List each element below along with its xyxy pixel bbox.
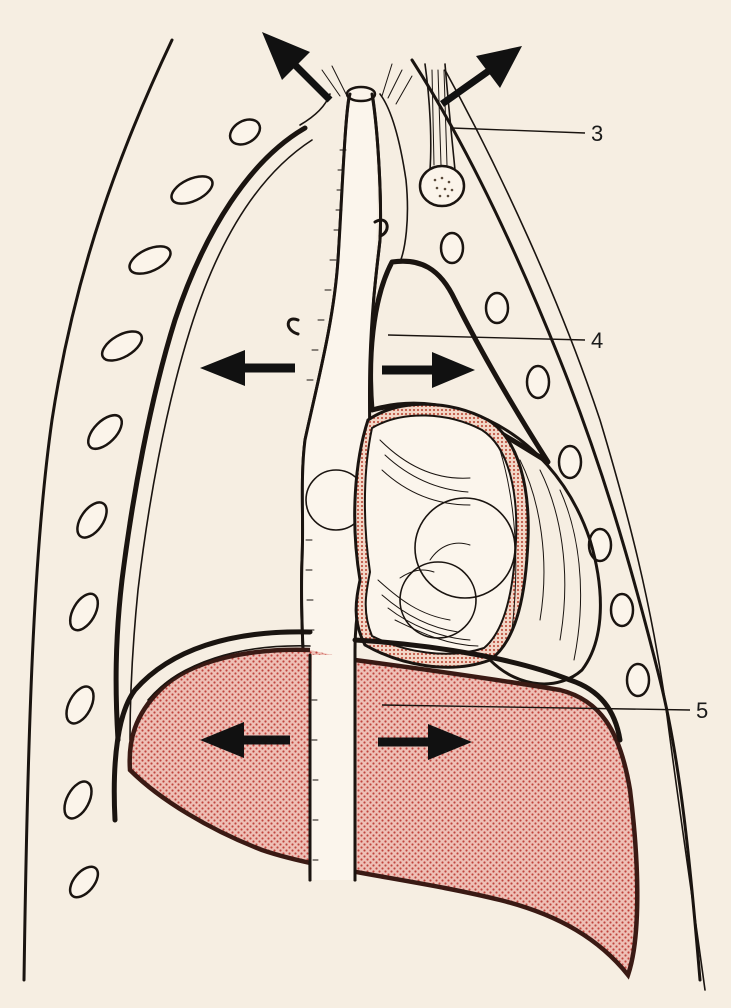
label-3: 3: [591, 121, 603, 146]
heart: [355, 404, 529, 667]
label-5: 5: [696, 698, 708, 723]
label-4: 4: [591, 328, 603, 353]
